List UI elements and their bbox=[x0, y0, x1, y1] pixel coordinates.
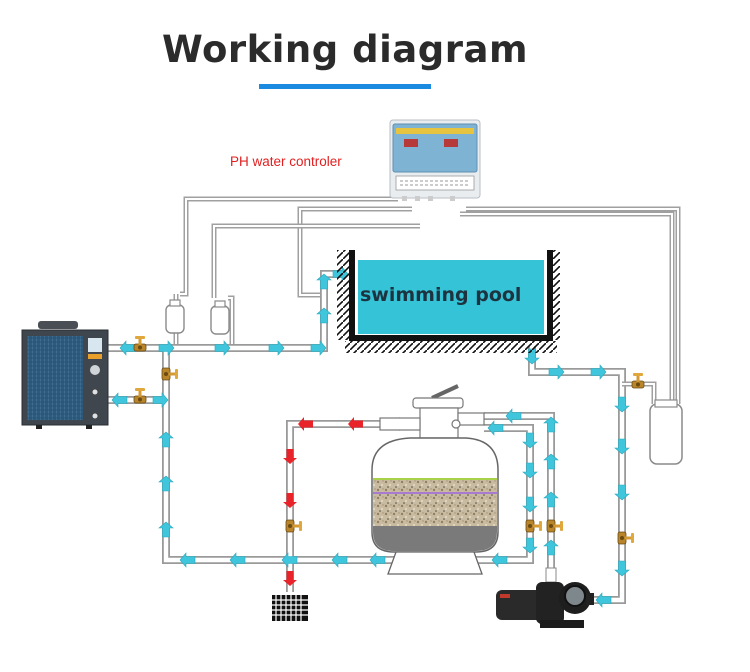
flow-arrow bbox=[505, 408, 522, 424]
flow-arrow bbox=[614, 396, 630, 413]
flow-arrow bbox=[595, 592, 612, 608]
flow-arrow bbox=[158, 431, 174, 448]
sand-filter bbox=[371, 384, 499, 575]
flow-arrow bbox=[522, 496, 538, 513]
ph-controller-label: PH water controler bbox=[230, 154, 342, 169]
valve-icon bbox=[617, 531, 635, 545]
flow-arrow bbox=[522, 432, 538, 449]
valve-icon bbox=[546, 519, 564, 533]
flow-arrow bbox=[491, 552, 508, 568]
flow-arrow bbox=[543, 453, 559, 470]
drain-arrow bbox=[283, 493, 297, 508]
swimming-pool: swimming pool bbox=[337, 250, 560, 353]
flow-arrow bbox=[331, 552, 348, 568]
water-pump bbox=[496, 567, 594, 628]
valve-icon bbox=[161, 367, 179, 381]
drain-arrow bbox=[348, 417, 363, 431]
flow-arrow bbox=[268, 340, 285, 356]
flow-arrow bbox=[316, 307, 332, 324]
flow-arrow bbox=[614, 560, 630, 577]
valve-icon bbox=[631, 372, 645, 389]
flow-arrow bbox=[158, 475, 174, 492]
flow-arrow bbox=[158, 521, 174, 538]
flow-arrow bbox=[369, 552, 386, 568]
flow-arrow bbox=[614, 438, 630, 455]
dosing-tank-left bbox=[165, 299, 185, 334]
flow-arrow bbox=[111, 392, 128, 408]
flow-arrow bbox=[614, 484, 630, 501]
valve-icon bbox=[133, 335, 147, 352]
flow-arrow bbox=[543, 491, 559, 508]
drain-arrow bbox=[298, 417, 313, 431]
flow-arrow bbox=[119, 340, 136, 356]
flow-arrow bbox=[522, 537, 538, 554]
drain-arrow bbox=[283, 571, 297, 586]
drain-arrow bbox=[283, 449, 297, 464]
valve-icon bbox=[133, 387, 147, 404]
flow-arrow bbox=[522, 462, 538, 479]
valve-icon bbox=[285, 519, 303, 533]
flow-arrow bbox=[590, 364, 607, 380]
pool-label: swimming pool bbox=[360, 284, 521, 306]
drain-grate bbox=[272, 595, 308, 621]
flow-arrow bbox=[179, 552, 196, 568]
page-title: Working diagram bbox=[161, 28, 529, 71]
flow-arrow bbox=[543, 539, 559, 556]
title-underline bbox=[259, 84, 431, 89]
dosing-tank-mid bbox=[210, 300, 230, 335]
flow-arrow bbox=[214, 340, 231, 356]
valve-icon bbox=[525, 519, 543, 533]
ph-controller: PH water controler bbox=[230, 119, 481, 201]
flow-arrow bbox=[548, 364, 565, 380]
flow-arrow bbox=[487, 420, 504, 436]
flow-arrow bbox=[229, 552, 246, 568]
heat-pump bbox=[21, 321, 109, 429]
dosing-tank-right bbox=[649, 399, 683, 465]
